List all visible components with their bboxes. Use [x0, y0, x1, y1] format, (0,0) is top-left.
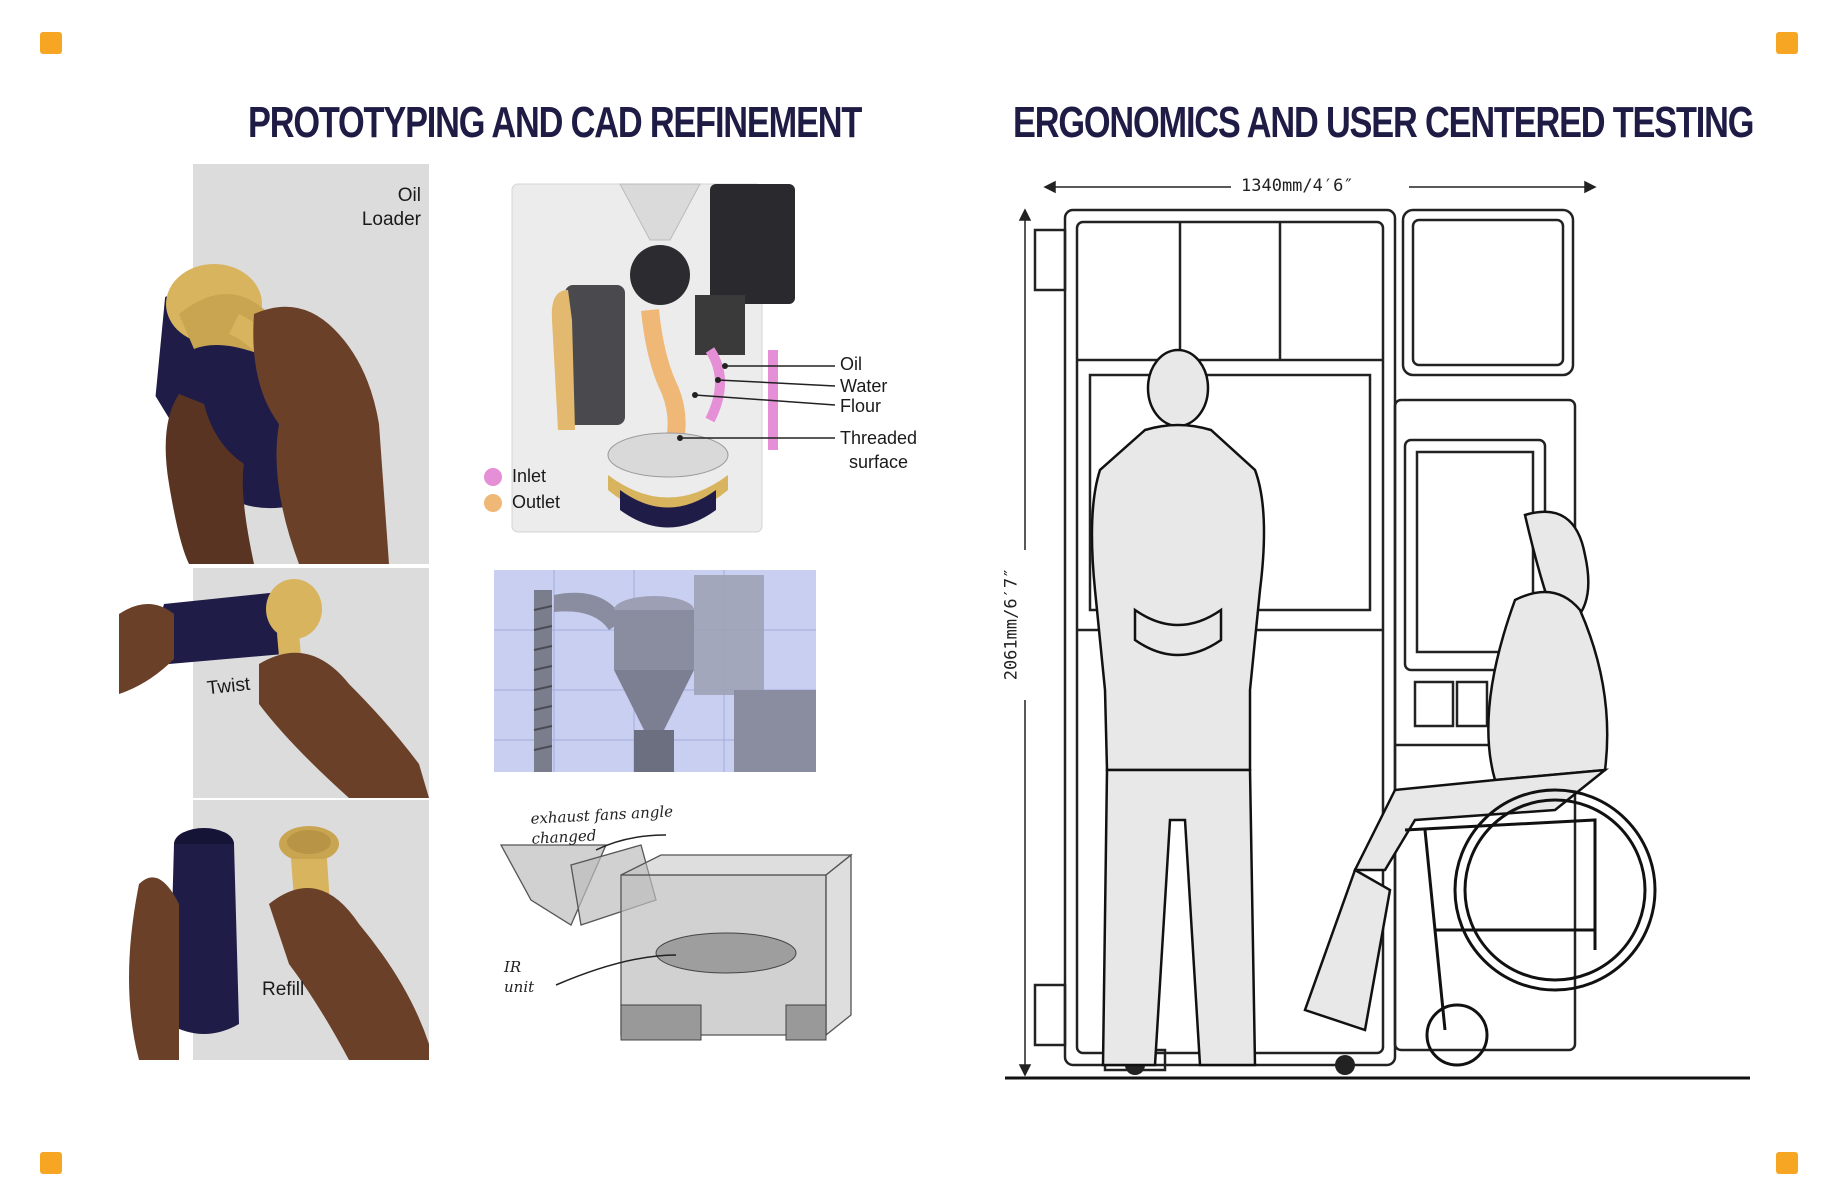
seated-person — [1303, 510, 1610, 1032]
inlet-legend-dot — [484, 468, 502, 486]
exhaust-fans-note: exhaust fans angle changed — [530, 802, 674, 848]
callout-lines — [680, 365, 836, 439]
corner-marker-top-left — [40, 32, 62, 54]
oil-loader-photo-column: Oil Loader Twist Refill — [119, 164, 429, 1060]
sketch-drawing — [499, 834, 853, 1041]
outlet-legend-dot — [484, 494, 502, 512]
ir-unit-pointer — [555, 954, 677, 986]
callout-water: Water — [840, 376, 888, 396]
oil-loader-photos — [119, 164, 429, 1060]
refill-label: Refill — [262, 979, 305, 1000]
ir-unit-note: IR unit — [504, 958, 535, 996]
oil-loader-label: Oil Loader — [361, 185, 421, 230]
cutaway-render: Oil Water Flour Threaded surface Inlet O… — [480, 180, 940, 540]
corner-marker-bottom-left — [40, 1152, 62, 1174]
width-dimension-arrow — [1043, 180, 1597, 194]
callout-threaded-surface: Threaded surface — [840, 428, 918, 472]
cad-render — [494, 570, 816, 772]
standing-person — [1090, 348, 1266, 1067]
cad-model — [494, 570, 816, 772]
height-dimension-label: 2061mm/6′7″ — [1001, 567, 1022, 681]
ir-unit-sketch: exhaust fans angle changed IR unit — [496, 802, 866, 1055]
width-dimension-label: 1340mm/4′6″ — [1241, 176, 1354, 196]
cutaway-illustration — [484, 183, 836, 533]
section-title-prototyping: PROTOTYPING AND CAD REFINEMENT — [248, 98, 862, 147]
kiosk-elevation — [1005, 180, 1750, 1080]
twist-label: Twist — [205, 673, 252, 700]
callout-flour: Flour — [840, 396, 882, 416]
corner-marker-bottom-right — [1776, 1152, 1798, 1174]
exhaust-pointer — [595, 834, 667, 851]
height-dimension-arrow — [1018, 208, 1032, 1077]
legend-outlet: Outlet — [512, 492, 561, 512]
wheelchair — [1404, 788, 1657, 1067]
section-title-ergonomics: ERGONOMICS AND USER CENTERED TESTING — [1013, 98, 1754, 147]
legend-inlet: Inlet — [512, 466, 547, 486]
ergonomics-drawing: 1340mm/4′6″ 2061mm/6′7″ — [995, 170, 1755, 1090]
corner-marker-top-right — [1776, 32, 1798, 54]
callout-oil: Oil — [840, 354, 862, 374]
